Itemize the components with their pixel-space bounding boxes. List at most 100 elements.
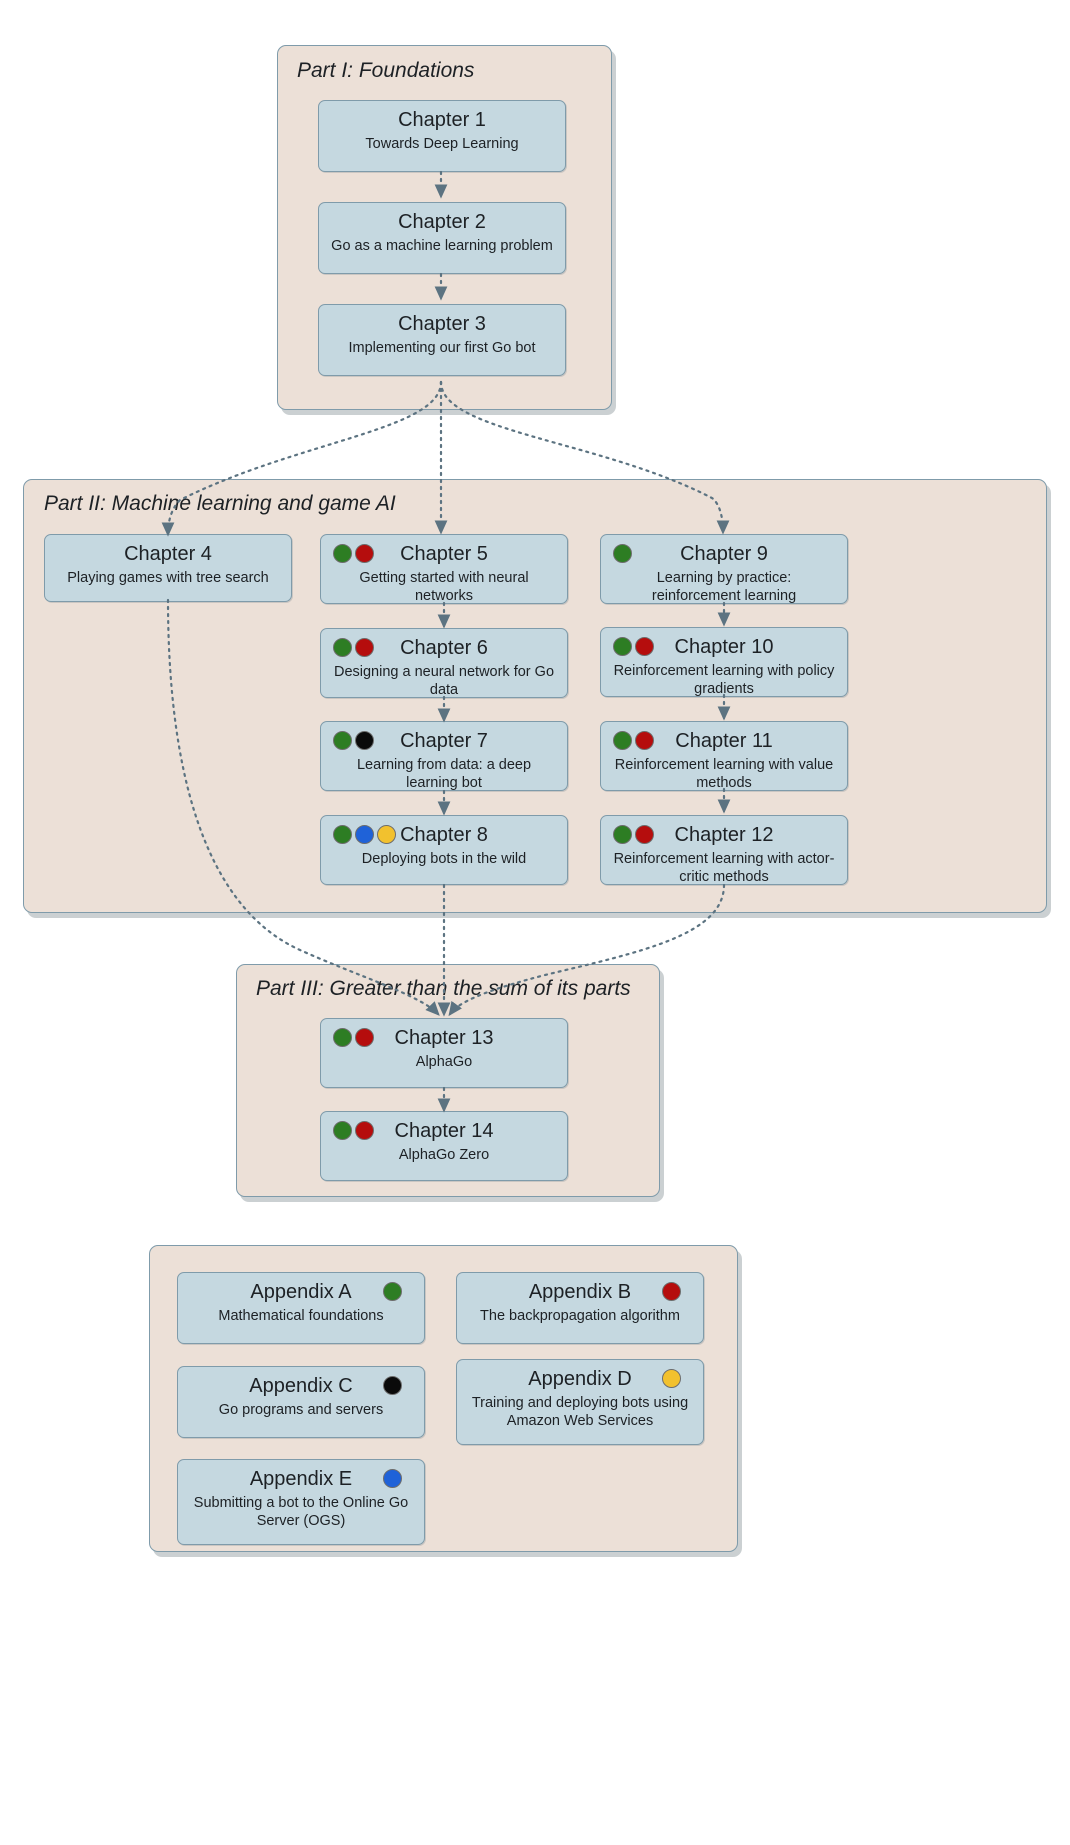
node-appendix-a[interactable]: Appendix A Mathematical foundations [177, 1272, 425, 1344]
node-subtitle: Go as a machine learning problem [331, 238, 553, 254]
dot-green [333, 731, 352, 750]
appendix-dot-group [383, 1376, 402, 1395]
dot-green [333, 1028, 352, 1047]
node-title: Chapter 5 [400, 543, 488, 565]
dot-red [355, 544, 374, 563]
dot-yellow [377, 825, 396, 844]
node-subtitle: AlphaGo [415, 1054, 473, 1070]
chapter-dot-group [613, 731, 654, 750]
node-chapter-5[interactable]: Chapter 5 Getting started with neural ne… [320, 534, 568, 604]
dot-red [662, 1282, 681, 1301]
node-appendix-b[interactable]: Appendix B The backpropagation algorithm [456, 1272, 704, 1344]
cluster-title-part-3: Part III: Greater than the sum of its pa… [256, 977, 631, 1000]
dot-blue [383, 1469, 402, 1488]
cluster-title-part-1: Part I: Foundations [297, 59, 475, 82]
dot-red [635, 637, 654, 656]
node-appendix-c[interactable]: Appendix C Go programs and servers [177, 1366, 425, 1438]
node-subtitle: Reinforcement learning with policy gradi… [613, 663, 835, 697]
dot-green [333, 638, 352, 657]
appendix-dot-group [662, 1369, 681, 1388]
node-chapter-8[interactable]: Chapter 8 Deploying bots in the wild [320, 815, 568, 885]
chapter-dot-group [333, 1028, 374, 1047]
dot-green [333, 1121, 352, 1140]
node-chapter-3[interactable]: Chapter 3 Implementing our first Go bot [318, 304, 566, 376]
chapter-dot-group [333, 638, 374, 657]
node-subtitle: Training and deploying bots using Amazon… [471, 1395, 689, 1429]
dot-black [355, 731, 374, 750]
node-title: Appendix C [249, 1375, 353, 1397]
appendix-dot-group [383, 1282, 402, 1301]
node-chapter-7[interactable]: Chapter 7 Learning from data: a deep lea… [320, 721, 568, 791]
node-title: Chapter 1 [398, 109, 486, 131]
dot-red [355, 638, 374, 657]
node-subtitle: Playing games with tree search [67, 570, 269, 586]
node-title: Chapter 13 [394, 1027, 494, 1049]
node-chapter-12[interactable]: Chapter 12 Reinforcement learning with a… [600, 815, 848, 885]
dot-green [613, 637, 632, 656]
dot-red [635, 731, 654, 750]
chapter-dot-group [613, 637, 654, 656]
node-chapter-13[interactable]: Chapter 13 AlphaGo [320, 1018, 568, 1088]
node-title: Appendix A [250, 1281, 352, 1303]
node-subtitle: Mathematical foundations [218, 1308, 384, 1324]
node-title: Chapter 7 [400, 730, 488, 752]
node-title: Appendix D [528, 1368, 632, 1390]
node-subtitle: Learning from data: a deep learning bot [356, 757, 532, 791]
node-title: Chapter 14 [394, 1120, 494, 1142]
node-subtitle: Towards Deep Learning [365, 136, 519, 152]
node-title: Chapter 2 [398, 211, 486, 233]
node-chapter-14[interactable]: Chapter 14 AlphaGo Zero [320, 1111, 568, 1181]
chapter-dot-group [333, 1121, 374, 1140]
node-title: Chapter 4 [124, 543, 212, 565]
dot-green [333, 544, 352, 563]
chapter-dot-group [333, 544, 374, 563]
node-chapter-1[interactable]: Chapter 1 Towards Deep Learning [318, 100, 566, 172]
node-chapter-4[interactable]: Chapter 4 Playing games with tree search [44, 534, 292, 602]
node-subtitle: Implementing our first Go bot [348, 340, 536, 356]
node-chapter-11[interactable]: Chapter 11 Reinforcement learning with v… [600, 721, 848, 791]
node-title: Chapter 9 [680, 543, 768, 565]
node-subtitle: Deploying bots in the wild [361, 851, 527, 867]
dot-green [333, 825, 352, 844]
dot-red [355, 1028, 374, 1047]
cluster-title-part-2: Part II: Machine learning and game AI [44, 492, 396, 515]
node-subtitle: Designing a neural network for Go data [333, 664, 555, 698]
node-appendix-d[interactable]: Appendix D Training and deploying bots u… [456, 1359, 704, 1445]
node-chapter-2[interactable]: Chapter 2 Go as a machine learning probl… [318, 202, 566, 274]
dot-blue [355, 825, 374, 844]
node-chapter-9[interactable]: Chapter 9 Learning by practice: reinforc… [600, 534, 848, 604]
dot-red [635, 825, 654, 844]
node-title: Appendix E [249, 1468, 353, 1490]
node-title: Chapter 8 [400, 824, 488, 846]
node-title: Chapter 3 [398, 313, 486, 335]
chapter-dot-group [333, 825, 396, 844]
node-subtitle: Getting started with neural networks [359, 570, 529, 604]
dot-red [355, 1121, 374, 1140]
dot-green [613, 731, 632, 750]
node-appendix-e[interactable]: Appendix E Submitting a bot to the Onlin… [177, 1459, 425, 1545]
dot-black [383, 1376, 402, 1395]
node-subtitle: Reinforcement learning with actor-critic… [613, 851, 835, 885]
node-title: Appendix B [528, 1281, 632, 1303]
chapter-dot-group [613, 825, 654, 844]
node-subtitle: Submitting a bot to the Online Go Server… [193, 1495, 409, 1529]
node-subtitle: Reinforcement learning with value method… [614, 757, 834, 791]
appendix-dot-group [662, 1282, 681, 1301]
node-subtitle: AlphaGo Zero [398, 1147, 490, 1163]
node-subtitle: Go programs and servers [218, 1402, 384, 1418]
node-title: Chapter 11 [675, 730, 773, 752]
node-title: Chapter 12 [674, 824, 774, 846]
node-subtitle: Learning by practice: reinforcement lear… [651, 570, 797, 604]
node-chapter-6[interactable]: Chapter 6 Designing a neural network for… [320, 628, 568, 698]
chapter-dot-group [613, 544, 632, 563]
node-title: Chapter 10 [674, 636, 774, 658]
dot-green [383, 1282, 402, 1301]
dot-green [613, 825, 632, 844]
dot-green [613, 544, 632, 563]
node-chapter-10[interactable]: Chapter 10 Reinforcement learning with p… [600, 627, 848, 697]
dot-yellow [662, 1369, 681, 1388]
appendix-dot-group [383, 1469, 402, 1488]
node-subtitle: The backpropagation algorithm [480, 1308, 680, 1324]
node-title: Chapter 6 [400, 637, 488, 659]
